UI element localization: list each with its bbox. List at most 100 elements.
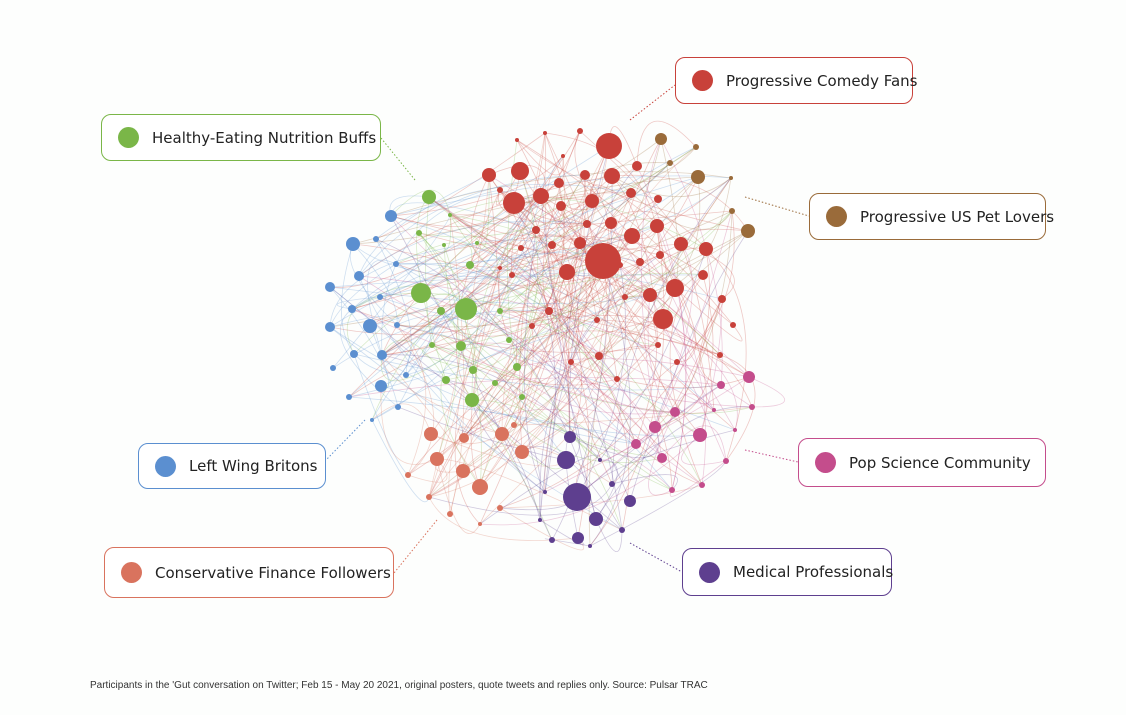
edge (521, 260, 608, 453)
node-medical (557, 451, 575, 469)
edge (566, 162, 671, 273)
edge (611, 248, 710, 485)
node-nutrition (437, 307, 445, 315)
edge (610, 222, 736, 431)
edge (351, 308, 676, 413)
edge (340, 308, 399, 408)
edge (379, 162, 671, 298)
node-comedy (674, 359, 680, 365)
edge (395, 235, 704, 276)
edge (579, 210, 707, 250)
edge (395, 254, 661, 286)
node-comedy (596, 133, 622, 159)
node-comedy (585, 194, 599, 208)
edge (428, 196, 703, 486)
edge (540, 195, 597, 520)
node-comedy (511, 162, 529, 180)
edge (669, 274, 704, 486)
edge (329, 274, 704, 288)
node-comedy (605, 217, 617, 229)
node-pets (655, 133, 667, 145)
edge (660, 138, 679, 289)
edge (407, 458, 448, 483)
edge (397, 406, 567, 461)
edge (460, 210, 733, 347)
edge (454, 267, 501, 525)
leader-line (744, 449, 799, 463)
edge (352, 138, 662, 245)
edge (640, 138, 663, 459)
node-finance (515, 445, 529, 459)
node-nutrition (469, 366, 477, 374)
edge (570, 361, 750, 389)
edge (395, 263, 673, 491)
edge (494, 382, 663, 459)
node-comedy (594, 317, 600, 323)
edge (574, 130, 641, 263)
edge (449, 214, 465, 515)
edge (535, 229, 721, 356)
node-britons (393, 261, 399, 267)
edge (569, 426, 659, 459)
edge (358, 275, 546, 493)
edge (395, 177, 732, 265)
cluster-label-pets: Progressive US Pet Lovers (809, 193, 1054, 240)
edge (348, 396, 637, 445)
node-comedy (509, 272, 515, 278)
node-comedy (533, 188, 549, 204)
node-comedy (650, 219, 664, 233)
edge (629, 230, 749, 502)
edge (471, 399, 546, 493)
edge (390, 155, 564, 217)
edge (440, 334, 496, 384)
edge (351, 145, 610, 310)
edge (595, 459, 618, 520)
edge (469, 264, 656, 428)
cluster-label-text: Conservative Finance Followers (155, 563, 391, 582)
node-popsci (649, 421, 661, 433)
edge (418, 214, 452, 253)
node-medical (589, 512, 603, 526)
edge (460, 345, 519, 435)
edge (551, 237, 676, 289)
edge (380, 385, 438, 465)
node-comedy (632, 161, 642, 171)
edge (544, 132, 676, 413)
node-medical (538, 518, 542, 522)
edge (381, 354, 503, 435)
node-britons (330, 365, 336, 371)
node-nutrition (422, 190, 436, 204)
edge (566, 271, 703, 486)
node-comedy (545, 307, 553, 315)
edge (565, 242, 581, 363)
edge (470, 174, 501, 269)
node-medical (549, 537, 555, 543)
edge (397, 310, 442, 408)
edge (428, 196, 637, 445)
edge (346, 292, 422, 355)
node-britons (325, 282, 335, 292)
edge (499, 298, 723, 509)
node-comedy (595, 352, 603, 360)
edge (381, 182, 560, 356)
edge (516, 235, 633, 368)
edge (488, 174, 501, 312)
edge (463, 318, 664, 439)
leader-line (325, 419, 366, 461)
edge (519, 205, 562, 453)
node-nutrition (492, 380, 498, 386)
node-nutrition (442, 376, 450, 384)
node-comedy (574, 237, 586, 249)
node-britons (375, 380, 387, 392)
edge (390, 170, 521, 227)
cluster-label-text: Pop Science Community (849, 453, 1031, 472)
edge (348, 146, 697, 398)
edge (371, 419, 430, 503)
edge (371, 205, 562, 421)
edge (371, 195, 542, 421)
edge (499, 198, 659, 313)
edge (674, 393, 715, 413)
edge (381, 354, 541, 521)
edge (662, 318, 738, 431)
edge (449, 214, 701, 436)
